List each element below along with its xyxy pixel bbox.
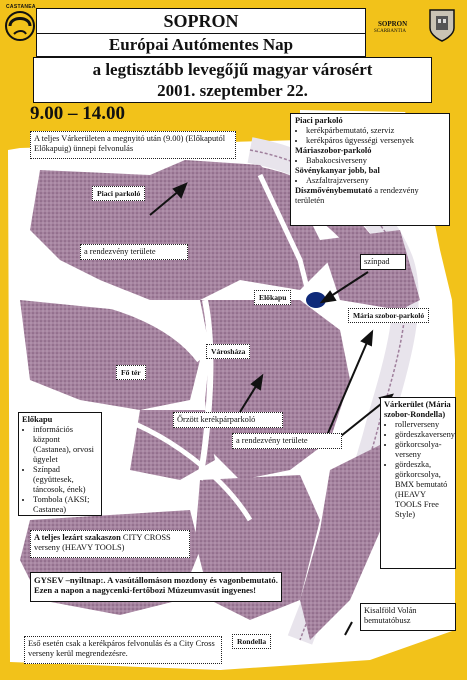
- piaci-item: kerékpáros ügyességi versenyek: [306, 136, 445, 146]
- label-piaci-parkolo: Piaci parkoló: [92, 186, 146, 201]
- city-cross-text: CITY CROSS verseny (HEAVY TOOLS): [34, 533, 171, 552]
- varkerulet-list: rollerverseny gördeszkaverseny görkorcso…: [384, 420, 455, 520]
- varkerulet-heading: Várkerület (Mária szobor-Rondella): [384, 400, 451, 419]
- event-title: Európai Autómentes Nap: [36, 33, 366, 57]
- stage-marker: [306, 292, 326, 308]
- castanea-logo-text: CASTANEA: [6, 4, 36, 10]
- castanea-logo: CASTANEA: [4, 4, 36, 44]
- elokapu-box: Előkapu információs központ (Castanea), …: [18, 412, 102, 516]
- piaci-item: kerékpárbemutató, szerviz: [306, 126, 445, 136]
- sopron-logo-line2: SCARBANTIA: [374, 29, 406, 34]
- sopron-logo-line1: SOPRON: [378, 20, 408, 28]
- piaci-heading: Piaci parkoló: [295, 116, 343, 125]
- label-rondella: Rondella: [232, 634, 272, 649]
- soveny-item: Aszfaltrajzverseny: [306, 176, 445, 186]
- label-varoshaza: Városháza: [206, 344, 251, 359]
- west-block: [20, 300, 200, 410]
- soveny-heading: Sövénykanyar jobb, bal: [295, 166, 380, 175]
- elokapu-item: Színpad (együttesek, táncosok, ének): [33, 465, 98, 495]
- maria-heading: Máriaszobor-parkoló: [295, 146, 372, 155]
- castanea-logo-icon: [5, 11, 35, 41]
- label-rendezveny-terulete: a rendezvény területe: [80, 244, 188, 260]
- piaci-parkolo-box: Piaci parkoló kerékpárbemutató, szerviz …: [290, 113, 450, 226]
- disz-text: a rendezvény területén: [295, 186, 419, 205]
- disz-heading: Díszmővénybemutató: [295, 186, 373, 195]
- southeast-block: [300, 440, 390, 640]
- varkerulet-item: gördeszkaverseny: [395, 430, 455, 440]
- label-rendezveny-terulete-2: a rendezvény területe: [232, 433, 342, 449]
- gysev-box: GYSEV –nyiltnap:. A vasútállomáson mozdo…: [30, 572, 282, 602]
- piaci-list: kerékpárbemutató, szerviz kerékpáros ügy…: [295, 126, 445, 146]
- label-elokapu: Előkapu: [254, 290, 292, 305]
- elokapu-item: információs központ (Castanea), orvosi ü…: [33, 425, 98, 465]
- subtitle-date: 2001. szeptember 22.: [157, 81, 308, 100]
- maria-item: Babakocsiverseny: [306, 156, 445, 166]
- sopron-logo: SOPRON SCARBANTIA: [372, 6, 462, 46]
- rain-note: Eső esetén csak a kerékpáros felvonulás …: [24, 636, 222, 664]
- varkerulet-box: Várkerület (Mária szobor-Rondella) rolle…: [380, 397, 456, 569]
- event-time: 9.00 – 14.00: [30, 103, 125, 124]
- varkerulet-item: görkorcsolya-verseny: [395, 440, 452, 460]
- city-title: SOPRON: [36, 8, 366, 34]
- soveny-list: Aszfaltrajzverseny: [295, 176, 445, 186]
- city-cross-box: A teljes lezárt szakaszon CITY CROSS ver…: [30, 530, 190, 558]
- coat-of-arms-icon: [429, 9, 455, 42]
- label-orzott-parkolo: Őrzött kerékpárparkoló: [173, 412, 283, 428]
- subtitle-line1: a legtisztább levegőjű magyar városért: [92, 60, 373, 79]
- elokapu-list: információs központ (Castanea), orvosi ü…: [22, 425, 98, 515]
- label-fo-ter: Fő tér: [116, 365, 146, 380]
- label-szinpad: színpad: [360, 254, 406, 270]
- label-maria-szobor-parkolo: Mária szobor-parkoló: [348, 308, 430, 323]
- kisalfold-box: Kisalföld Volán bemutatóbusz: [360, 603, 456, 631]
- subtitle-box: a legtisztább levegőjű magyar városért 2…: [33, 57, 432, 103]
- disz-line: Díszmővénybemutató a rendezvény területé…: [295, 186, 445, 206]
- elokapu-item: Tombola (AKSI; Castanea): [33, 495, 98, 515]
- maria-list: Babakocsiverseny: [295, 156, 445, 166]
- city-cross-prefix: A teljes lezárt szakaszon: [34, 533, 121, 542]
- elokapu-heading: Előkapu: [22, 415, 53, 424]
- east-block: [320, 230, 420, 310]
- varkerulet-item: gördeszka, görkorcsolya, BMX bemutató (H…: [395, 460, 452, 520]
- varkerulet-item: rollerverseny: [395, 420, 452, 430]
- parade-notice: A teljes Várkerületen a megnyitó után (9…: [30, 131, 236, 159]
